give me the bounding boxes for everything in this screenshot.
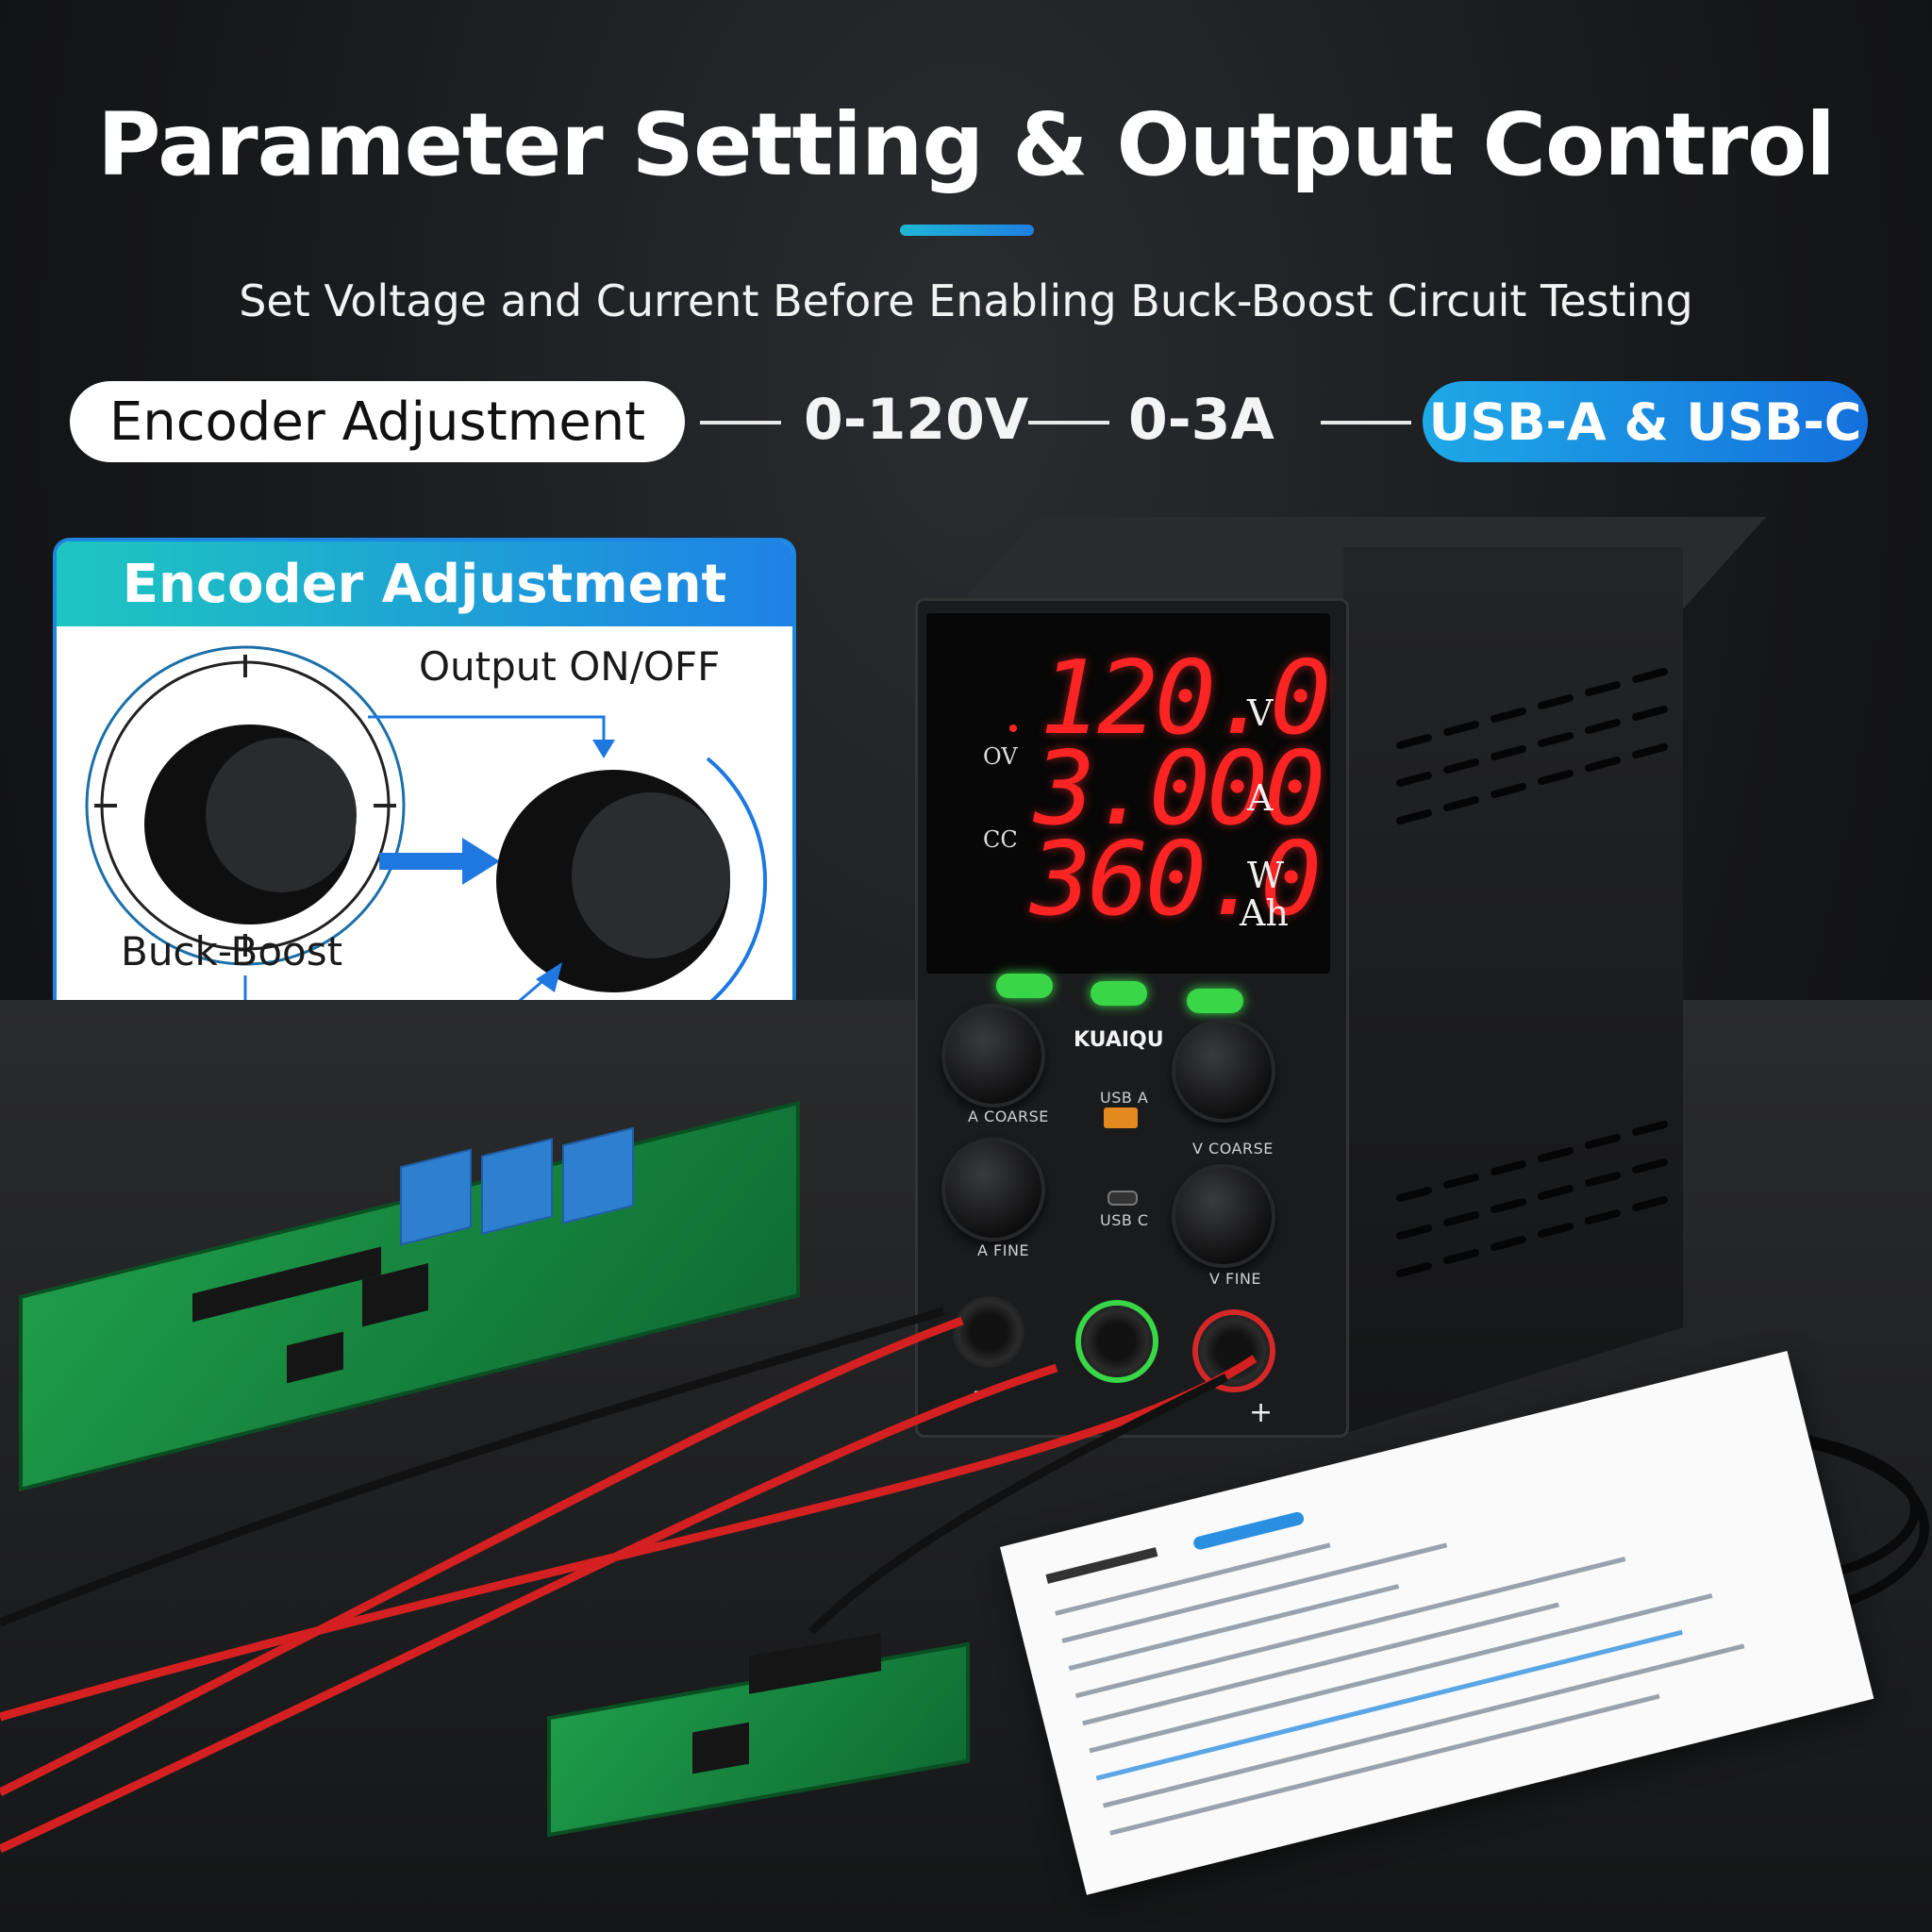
manual-text-line	[1095, 1629, 1683, 1781]
negative-terminal[interactable]	[953, 1296, 1024, 1368]
positive-terminal[interactable]	[1198, 1315, 1270, 1387]
v-coarse-label: V COARSE	[1192, 1140, 1274, 1158]
ic-chip	[692, 1722, 749, 1774]
ov-indicator-dot	[1009, 724, 1017, 732]
led-indicator	[1091, 981, 1147, 1006]
relay-component	[481, 1138, 553, 1236]
ground-terminal[interactable]	[1081, 1306, 1153, 1377]
current-reading: 3.000	[1034, 730, 1325, 848]
encoder-illustration	[85, 645, 768, 1049]
usb-c-port[interactable]	[1108, 1191, 1138, 1206]
unit-a: A	[1247, 777, 1274, 819]
encoder-card: Encoder Adjustment	[57, 541, 792, 1070]
usb-c-label: USB C	[1100, 1211, 1149, 1229]
power-reading: 360.0	[1030, 821, 1322, 939]
a-coarse-knob[interactable]	[941, 1004, 1045, 1108]
psu-front-panel: 120.0 3.000 360.0 V A W Ah OV CC KUAIQU …	[915, 598, 1349, 1438]
header-connector	[192, 1246, 381, 1323]
manual-text-line	[1055, 1542, 1331, 1616]
divider	[1321, 421, 1411, 425]
mode-cc: CC	[983, 826, 1018, 853]
manual-badge	[1191, 1510, 1306, 1552]
terminal-minus-label: −	[972, 1375, 996, 1408]
lcd-display: 120.0 3.000 360.0 V A W Ah OV CC	[926, 613, 1331, 974]
unit-v: V	[1247, 692, 1274, 734]
encoder-card-title: Encoder Adjustment	[57, 541, 792, 626]
v-coarse-knob[interactable]	[1172, 1019, 1275, 1123]
usb-a-port[interactable]	[1104, 1108, 1138, 1128]
divider	[1028, 421, 1109, 425]
led-indicator	[996, 974, 1053, 998]
title-underline	[900, 225, 1034, 236]
relay-component	[400, 1148, 472, 1246]
psu-side-panel	[1343, 547, 1683, 1434]
page-subtitle: Set Voltage and Current Before Enabling …	[239, 275, 1693, 326]
mode-ov: OV	[983, 743, 1018, 770]
manual-text-line	[1045, 1547, 1158, 1584]
a-coarse-label: A COARSE	[968, 1108, 1049, 1125]
feature-voltage: 0-120V	[804, 387, 1029, 453]
v-fine-label: V FINE	[1209, 1270, 1262, 1288]
usb-a-label: USB A	[1100, 1089, 1149, 1107]
brand-logo: KUAIQU	[1074, 1028, 1164, 1052]
vent-slots	[1396, 668, 1668, 1277]
feature-current: 0-3A	[1128, 387, 1274, 453]
relay-component	[562, 1126, 634, 1224]
unit-ah: Ah	[1240, 892, 1289, 934]
page-title: Parameter Setting & Output Control	[97, 94, 1836, 195]
feature-encoder-pill: Encoder Adjustment	[70, 381, 685, 462]
terminal-plus-label: +	[1249, 1396, 1274, 1429]
ic-chip	[287, 1331, 343, 1384]
unit-w: W	[1247, 855, 1285, 896]
output-onoff-label: Output ON/OFF	[419, 643, 721, 690]
a-fine-knob[interactable]	[941, 1138, 1045, 1241]
led-indicator	[1187, 989, 1243, 1013]
feature-usb-pill: USB-A & USB-C	[1423, 381, 1868, 462]
a-fine-label: A FINE	[977, 1241, 1030, 1259]
encoder-card-body: Output ON/OFF Buck-Boost	[57, 626, 792, 1070]
manual-text-line	[1074, 1557, 1626, 1699]
buck-boost-label: Buck-Boost	[121, 928, 343, 974]
v-fine-knob[interactable]	[1172, 1164, 1275, 1268]
voltage-reading: 120.0	[1040, 640, 1331, 758]
divider	[700, 421, 781, 425]
